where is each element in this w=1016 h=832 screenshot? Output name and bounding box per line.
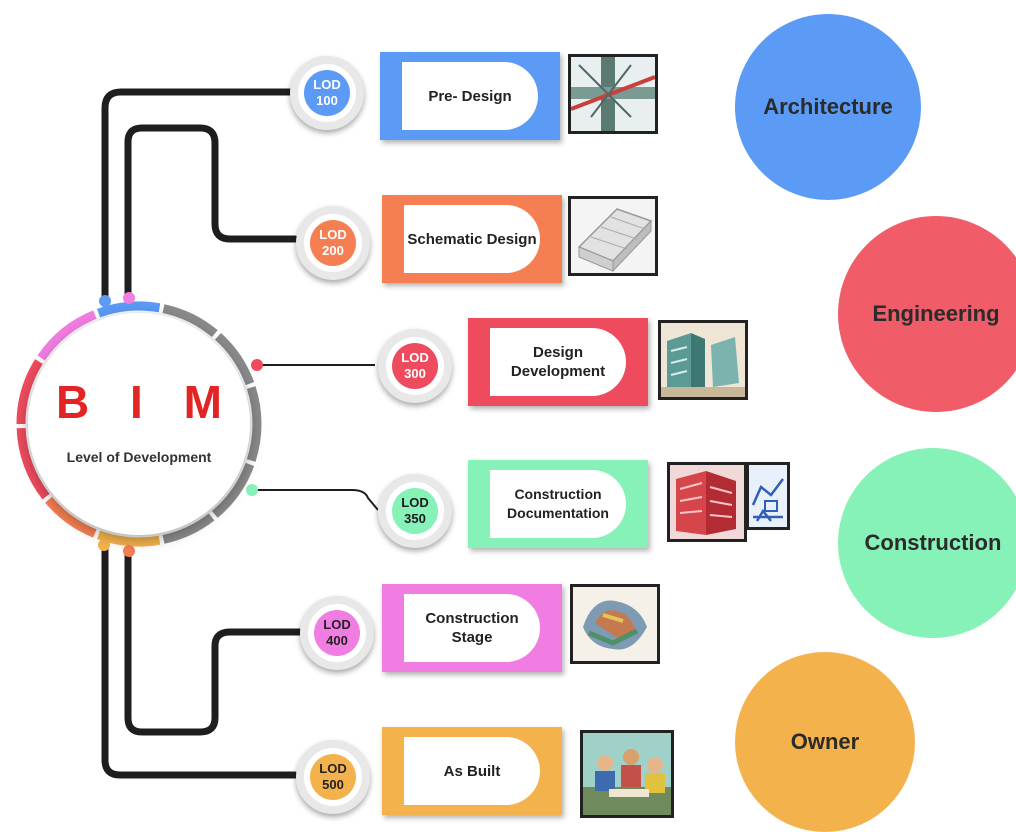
ring-segment-7 [45, 496, 97, 538]
stage-label: Construction Stage [404, 594, 540, 662]
lod-word: LOD [319, 227, 347, 242]
ring-dot-orange [123, 545, 135, 557]
lod-number: 100 [316, 93, 338, 108]
lod-400-badge: LOD 400 [300, 596, 374, 670]
ring-dot-yellow [98, 539, 110, 551]
ring-dot-blue [99, 295, 111, 307]
stage-card-construction-documentation: Construction Documentation [468, 460, 648, 548]
lod-number: 200 [322, 243, 344, 258]
connector-lod400 [124, 548, 304, 736]
stage-label: Construction Documentation [490, 470, 626, 538]
lod-500-badge: LOD 500 [296, 740, 370, 814]
ring-dot-red [251, 359, 263, 371]
ring-segment-1 [162, 304, 218, 338]
lod-word: LOD [401, 495, 429, 510]
connector-lod200 [124, 124, 299, 302]
thumbnail-construction-docs [667, 462, 747, 542]
stage-card-construction-stage: Construction Stage [382, 584, 562, 672]
ring-segment-2 [214, 332, 255, 386]
stakeholder-owner: Owner [735, 652, 915, 832]
stage-label: Pre- Design [402, 62, 538, 130]
lod-number: 300 [404, 366, 426, 381]
connector-lod100 [101, 88, 294, 304]
lod-200-badge: LOD 200 [296, 206, 370, 280]
stakeholder-architecture: Architecture [735, 14, 921, 200]
thumbnail-team-meeting [580, 730, 674, 818]
ring-segment-0 [97, 301, 161, 318]
hub-title: B I M [56, 376, 236, 428]
ring-dot-pink [123, 292, 135, 304]
lod-word: LOD [319, 761, 347, 776]
thumbnail-schematic-building [568, 196, 658, 276]
ring-segment-6 [97, 530, 161, 547]
ring-segment-5 [162, 513, 215, 544]
lod-number: 350 [404, 511, 426, 526]
stakeholder-engineering: Engineering [838, 216, 1016, 412]
lod-word: LOD [313, 77, 341, 92]
lod-word: LOD [401, 350, 429, 365]
lod-100-badge: LOD 100 [290, 56, 364, 130]
connector-lod350 [252, 489, 379, 511]
lod-350-badge: LOD 350 [378, 474, 452, 548]
thumbnail-building-render [658, 320, 748, 400]
ring-dot-green [246, 484, 258, 496]
stakeholder-construction: Construction [838, 448, 1016, 638]
stage-label: Design Development [490, 328, 626, 396]
stage-label: As Built [404, 737, 540, 805]
ring-segment-8 [16, 427, 50, 500]
thumbnail-3d-model [570, 584, 660, 664]
ring-segment-3 [246, 386, 262, 462]
bim-hub: B I M Level of Development [28, 313, 250, 535]
stage-card-schematic-design: Schematic Design [382, 195, 562, 283]
thumbnail-structural-frame [568, 54, 658, 134]
lod-number: 500 [322, 777, 344, 792]
hub-subtitle: Level of Development [66, 449, 212, 465]
stage-label: Schematic Design [404, 205, 540, 273]
ring-segment-9 [16, 359, 43, 425]
ring-segment-10 [37, 310, 97, 361]
lod-word: LOD [323, 617, 351, 632]
stage-card-pre-design: Pre- Design [380, 52, 560, 140]
lod-300-badge: LOD 300 [378, 329, 452, 403]
lod-number: 400 [326, 633, 348, 648]
ring-segment-4 [211, 462, 255, 518]
connector-lod500 [101, 544, 299, 779]
stage-card-as-built: As Built [382, 727, 562, 815]
thumbnail-blueprint [746, 462, 790, 530]
stage-card-design-development: Design Development [468, 318, 648, 406]
